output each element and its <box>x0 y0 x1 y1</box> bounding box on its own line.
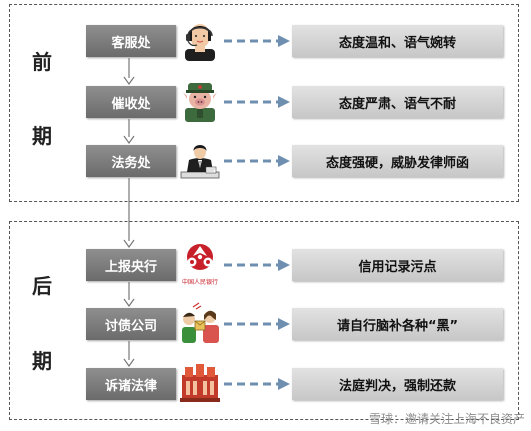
result-debt-collection-agency: 请自行脑补各种“黑” <box>292 308 503 340</box>
uniformed-collector-icon <box>183 83 217 122</box>
step-customer-service: 客服处 <box>86 25 176 57</box>
post-stage-label-bottom: 期 <box>32 349 52 373</box>
customer-service-agent-icon <box>185 24 215 61</box>
result-report-central-bank: 信用记录污点 <box>292 249 503 281</box>
dashed-arrow-icon <box>224 259 290 271</box>
debt-collection-confrontation-icon <box>182 302 219 343</box>
dashed-arrow-icon <box>224 96 290 108</box>
peoples-bank-of-china-logo-icon: 中国人民银行 <box>179 242 221 288</box>
step-collections: 催收处 <box>86 86 176 118</box>
dashed-arrow-icon <box>224 378 290 390</box>
court-building-icon <box>180 364 220 402</box>
step-report-central-bank: 上报央行 <box>86 249 176 281</box>
watermark: 雪球：邀请关注上海不良资产 <box>368 412 525 426</box>
pre-stage-label-top: 前 <box>32 50 52 74</box>
result-collections: 态度严肃、语气不耐 <box>292 86 503 118</box>
result-legal-action: 法庭判决，强制还款 <box>292 368 503 400</box>
pre-stage-label-bottom: 期 <box>32 124 52 148</box>
down-arrow-icon <box>123 119 135 144</box>
result-legal-department: 态度强硬，威胁发律师函 <box>292 145 503 177</box>
lawyer-at-desk-icon <box>180 145 220 179</box>
step-legal-action: 诉诸法律 <box>86 368 176 400</box>
dashed-arrow-icon <box>224 35 290 47</box>
dashed-arrow-icon <box>224 318 290 330</box>
result-customer-service: 态度温和、语气婉转 <box>292 25 503 57</box>
down-arrow-icon <box>123 178 135 248</box>
step-debt-collection-agency: 讨债公司 <box>86 308 176 340</box>
post-stage-label-top: 后 <box>32 274 52 298</box>
down-arrow-icon <box>123 58 135 85</box>
step-legal-department: 法务处 <box>86 145 176 177</box>
down-arrow-icon <box>123 282 135 307</box>
down-arrow-icon <box>123 341 135 367</box>
dashed-arrow-icon <box>224 155 290 167</box>
bank-logo-text: 中国人民银行 <box>181 279 218 286</box>
